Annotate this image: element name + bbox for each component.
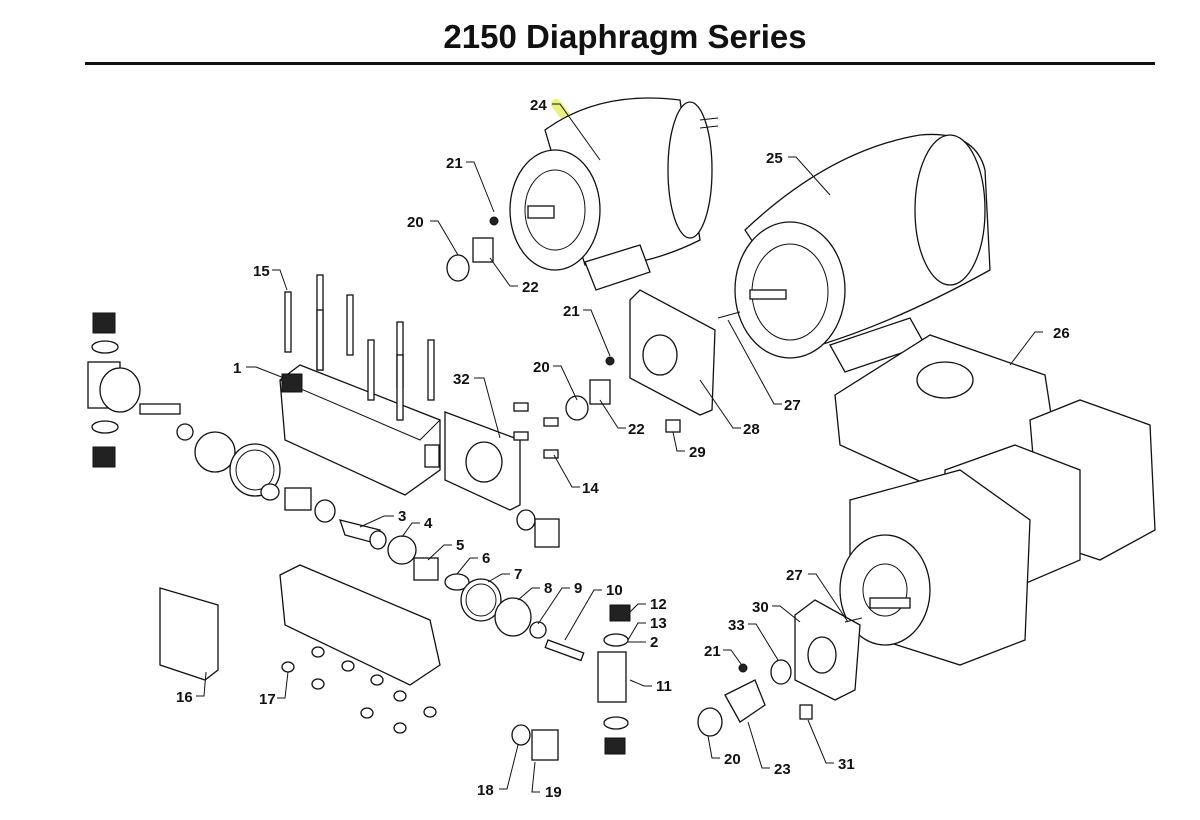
part-32-bracket[interactable] — [444, 411, 521, 511]
callout-11: 11 — [656, 678, 672, 695]
diaphragm-assembly-upper[interactable] — [139, 403, 336, 523]
part-24-electric-motor[interactable] — [509, 97, 719, 291]
callout-9: 9 — [574, 580, 582, 597]
leader-lines — [196, 103, 1043, 793]
callout-13: 13 — [650, 615, 667, 632]
callout-21: 21 — [704, 643, 721, 660]
callout-20: 20 — [407, 214, 424, 231]
part-28-adapter-plate[interactable] — [629, 289, 741, 433]
page-title: 2150 Diaphragm Series — [443, 18, 807, 55]
parts-4-to-10[interactable] — [387, 535, 585, 662]
part-14-screws[interactable] — [513, 402, 559, 459]
callout-7: 7 — [514, 566, 522, 583]
callout-23: 23 — [774, 761, 791, 778]
callout-33: 33 — [728, 617, 745, 634]
engine-coupling-set[interactable] — [697, 599, 863, 737]
callout-5: 5 — [456, 537, 464, 554]
left-check-valve-stack[interactable] — [87, 312, 141, 468]
callout-2: 2 — [650, 634, 658, 651]
part-26-gas-engine[interactable] — [834, 334, 1156, 666]
callout-22: 22 — [628, 421, 645, 438]
callout-30: 30 — [752, 599, 769, 616]
callout-labels: 24 25 21 20 22 15 1 32 21 20 22 28 27 29… — [176, 97, 1070, 801]
part-15-bolts[interactable] — [284, 274, 435, 421]
part-25-electric-motor[interactable] — [734, 133, 991, 373]
callout-25: 25 — [766, 150, 783, 167]
callout-21: 21 — [563, 303, 580, 320]
callout-12: 12 — [650, 596, 667, 613]
callout-17: 17 — [259, 691, 276, 708]
callout-6: 6 — [482, 550, 490, 567]
callout-10: 10 — [606, 582, 623, 599]
callout-32: 32 — [453, 371, 470, 388]
callout-26: 26 — [1053, 325, 1070, 342]
callout-1: 1 — [233, 360, 241, 377]
lower-right-fittings[interactable] — [511, 509, 631, 761]
callout-27: 27 — [784, 397, 801, 414]
callout-29: 29 — [689, 444, 706, 461]
callout-22: 22 — [522, 279, 539, 296]
callout-15: 15 — [253, 263, 270, 280]
lower-manifold-group[interactable] — [159, 564, 441, 734]
part-1-manifold[interactable] — [279, 364, 441, 496]
callout-21: 21 — [446, 155, 463, 172]
callout-24: 24 — [530, 97, 547, 114]
callout-20: 20 — [533, 359, 550, 376]
callout-18: 18 — [477, 782, 494, 799]
callout-8: 8 — [544, 580, 552, 597]
callout-27: 27 — [786, 567, 803, 584]
callout-20: 20 — [724, 751, 741, 768]
callout-16: 16 — [176, 689, 193, 706]
part-3-plunger[interactable] — [339, 519, 387, 550]
coupling-set-mid[interactable] — [446, 216, 615, 421]
title-rule — [85, 62, 1155, 65]
callout-3: 3 — [398, 508, 406, 525]
callout-28: 28 — [743, 421, 760, 438]
callout-4: 4 — [424, 515, 433, 532]
callout-14: 14 — [582, 480, 599, 497]
callout-31: 31 — [838, 756, 855, 773]
callout-19: 19 — [545, 784, 562, 801]
